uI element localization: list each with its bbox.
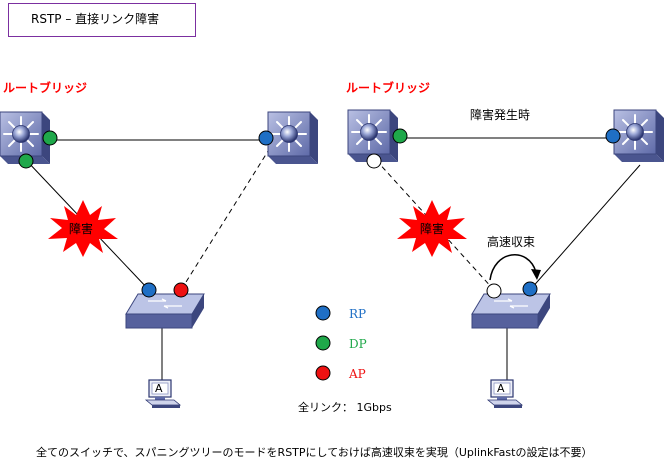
legend-ap-label: AP: [348, 367, 366, 381]
link-right-switch2-to-access: [529, 164, 641, 291]
footnote: 全てのスイッチで、スパニングツリーのモードをRSTPにしておけば高速収束を実現（…: [36, 446, 593, 459]
layer3-switch-icon: [267, 111, 319, 165]
port-rp: [258, 130, 274, 146]
port-dp: [392, 128, 408, 144]
legend-rp-label: RP: [349, 307, 366, 321]
port-rp-new: [522, 281, 538, 297]
port-ap: [173, 282, 189, 298]
link-right-failed-link: [375, 159, 495, 291]
fault-label: 障害: [69, 221, 93, 236]
port-dp: [42, 130, 58, 146]
convergence-arrow: [489, 254, 537, 281]
diagram-title: RSTP – 直接リンク障害: [8, 3, 196, 37]
pc-terminal-icon: [487, 379, 523, 409]
link-left-switch2-to-access-blocked: [180, 147, 271, 291]
root-bridge-label: ルートブリッジ: [346, 80, 430, 95]
legend: RP DP AP: [315, 305, 367, 381]
legend-ap-swatch: [315, 365, 331, 381]
port-down: [366, 153, 382, 169]
event-label: 障害発生時: [470, 107, 530, 122]
root-bridge-label: ルートブリッジ: [3, 80, 87, 95]
layer3-switch-icon: [613, 109, 665, 163]
convergence-label: 高速収束: [487, 234, 535, 249]
all-links-speed: 全リンク： 1Gbps: [298, 400, 392, 414]
pc-terminal-letter: A: [155, 382, 163, 395]
port-rp: [141, 282, 157, 298]
convergence-arrowhead: [531, 269, 541, 280]
legend-dp-label: DP: [349, 337, 367, 351]
fault-label: 障害: [420, 221, 444, 236]
access-switch-icon: [125, 293, 205, 329]
port-down: [486, 283, 502, 299]
legend-rp-swatch: [315, 305, 331, 321]
pc-terminal-letter: A: [497, 382, 505, 395]
port-rp: [605, 128, 621, 144]
pc-terminal-icon: [145, 379, 181, 409]
legend-dp-swatch: [315, 335, 331, 351]
port-dp: [18, 153, 34, 169]
access-switch-icon: [471, 293, 551, 329]
